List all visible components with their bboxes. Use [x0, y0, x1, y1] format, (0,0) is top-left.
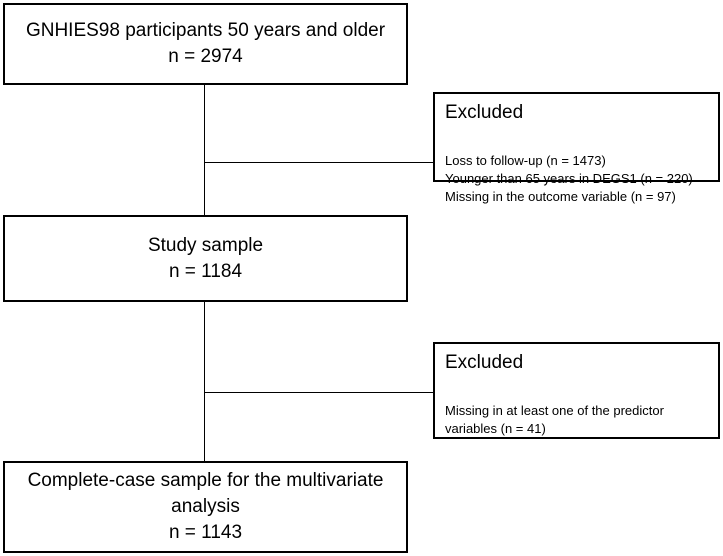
excluded-reason: Missing in at least one of the predictor [445, 403, 664, 418]
study-sample-box: Study sample n = 1184 [3, 215, 408, 302]
final-sample-title-line1: Complete-case sample for the multivariat… [27, 470, 384, 491]
study-sample-count: n = 1184 [168, 260, 243, 282]
start-box-title: GNHIES98 participants 50 years and older [25, 20, 386, 41]
branch-to-excluded2 [204, 392, 433, 393]
start-box-count: n = 2974 [168, 46, 243, 67]
excluded-box-1-title: Excluded [445, 102, 524, 123]
excluded-box-2: Excluded Missing in at least one of the … [433, 342, 720, 439]
excluded-box-2-list: Missing in at least one of the predictor… [445, 402, 664, 438]
excluded-reason: variables (n = 41) [445, 421, 546, 436]
excluded-reason: Missing in the outcome variable (n = 97) [445, 189, 676, 204]
study-sample-title: Study sample [147, 234, 264, 256]
excluded-box-1-list: Loss to follow-up (n = 1473) Younger tha… [445, 152, 693, 206]
excluded-box-1: Excluded Loss to follow-up (n = 1473) Yo… [433, 92, 720, 204]
final-sample-count: n = 1143 [168, 522, 243, 543]
excluded-box-2-title: Excluded [445, 352, 524, 373]
connector-study-to-final [204, 302, 205, 461]
connector-start-to-study [204, 85, 205, 215]
start-box: GNHIES98 participants 50 years and older… [3, 3, 408, 85]
excluded-reason: Loss to follow-up (n = 1473) [445, 153, 606, 168]
excluded-reason: Younger than 65 years in DEGS1 (n = 220) [445, 171, 693, 186]
final-sample-box: Complete-case sample for the multivariat… [3, 461, 408, 553]
branch-to-excluded1 [204, 162, 433, 163]
final-sample-title-line2: analysis [171, 496, 240, 517]
